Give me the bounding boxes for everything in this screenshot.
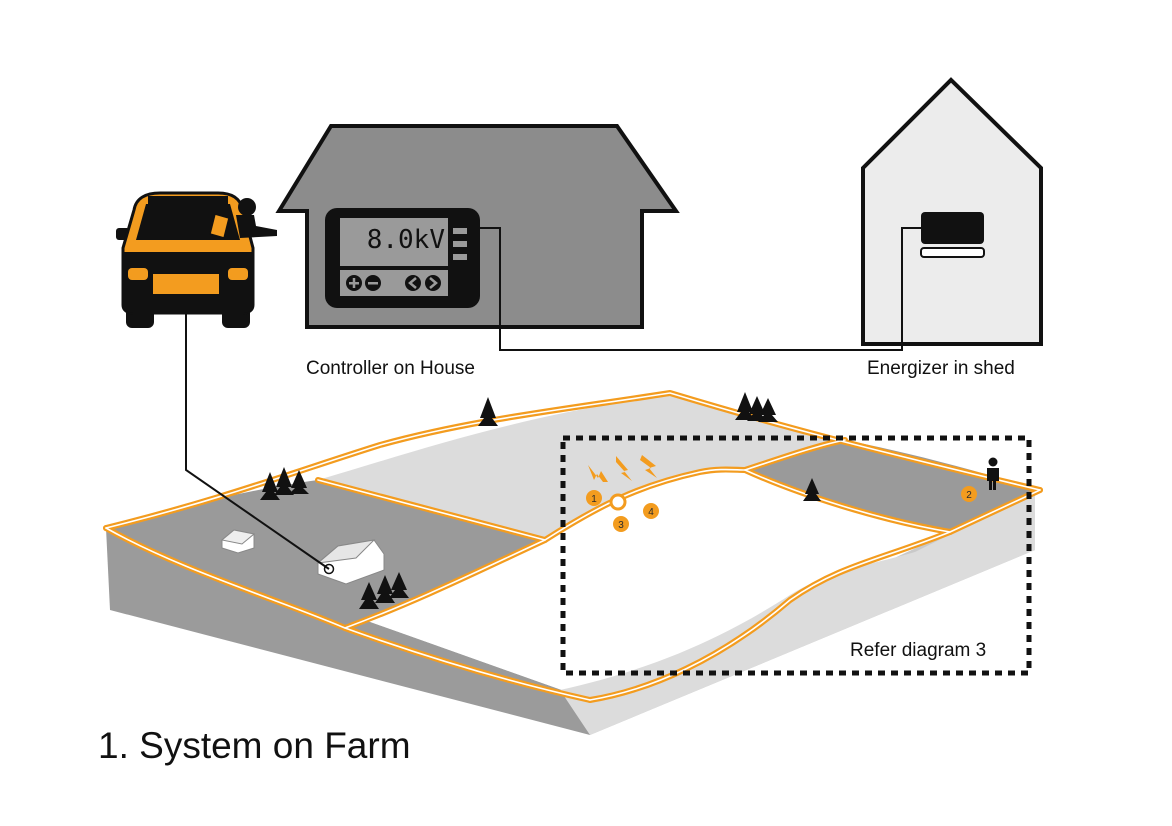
svg-text:4: 4 (648, 507, 654, 518)
refer-label: Refer diagram 3 (850, 640, 986, 661)
controller-label: Controller on House (306, 358, 475, 379)
fence-junction (609, 493, 627, 511)
badge-2: 2 (961, 486, 977, 502)
tree-icon (274, 467, 294, 495)
diagram-title: 1. System on Farm (98, 725, 411, 766)
controller-energizer-wire (480, 227, 921, 351)
lightning-icon (616, 456, 632, 481)
driver-arm (236, 215, 277, 238)
lightning-icon (640, 455, 657, 478)
tree-icon (260, 472, 280, 500)
headlight (128, 268, 148, 280)
remote-icon (209, 213, 230, 239)
indicator-light (453, 228, 467, 234)
headlight (228, 268, 248, 280)
badge-4: 4 (643, 503, 659, 519)
lightning-icon (588, 465, 608, 482)
indicator-light (453, 254, 467, 260)
controller-device: 8.0kV (325, 208, 480, 308)
energizer-label: Energizer in shed (867, 358, 1015, 379)
badge-3: 3 (613, 516, 629, 532)
small-shed (220, 529, 256, 554)
tree-icon (803, 478, 821, 501)
svg-text:2: 2 (966, 490, 972, 501)
controller-screen (340, 218, 448, 266)
minus-button[interactable] (365, 275, 381, 291)
person-icon (987, 457, 999, 490)
badge-1: 1 (586, 490, 602, 506)
tree-icon (747, 396, 767, 421)
tree-icon (359, 582, 379, 609)
tree-icon (375, 575, 395, 603)
trees (260, 392, 821, 609)
controller-reading: 8.0kV (367, 225, 445, 255)
tree-icon (478, 397, 498, 426)
svg-text:1: 1 (591, 494, 597, 505)
indicator-light (453, 241, 467, 247)
tree-icon (289, 470, 309, 494)
tree-icon (735, 392, 755, 420)
plus-button[interactable] (346, 275, 362, 291)
driver-head (238, 198, 256, 216)
field-right-dark (745, 440, 1040, 532)
field-back-light (318, 395, 845, 540)
farmhouse (316, 539, 385, 585)
tree-icon (758, 398, 778, 422)
vehicle-grille (153, 274, 219, 294)
tree-icon (389, 572, 409, 598)
farm-terrain (103, 390, 1043, 735)
previous-button[interactable] (405, 275, 421, 291)
lightning-icon (588, 455, 657, 482)
next-button[interactable] (425, 275, 441, 291)
remote-connection-wire (185, 313, 330, 570)
field-left-dark (106, 480, 545, 628)
energizer-device (920, 212, 985, 258)
svg-text:3: 3 (618, 520, 624, 531)
vehicle-icon (116, 191, 277, 328)
